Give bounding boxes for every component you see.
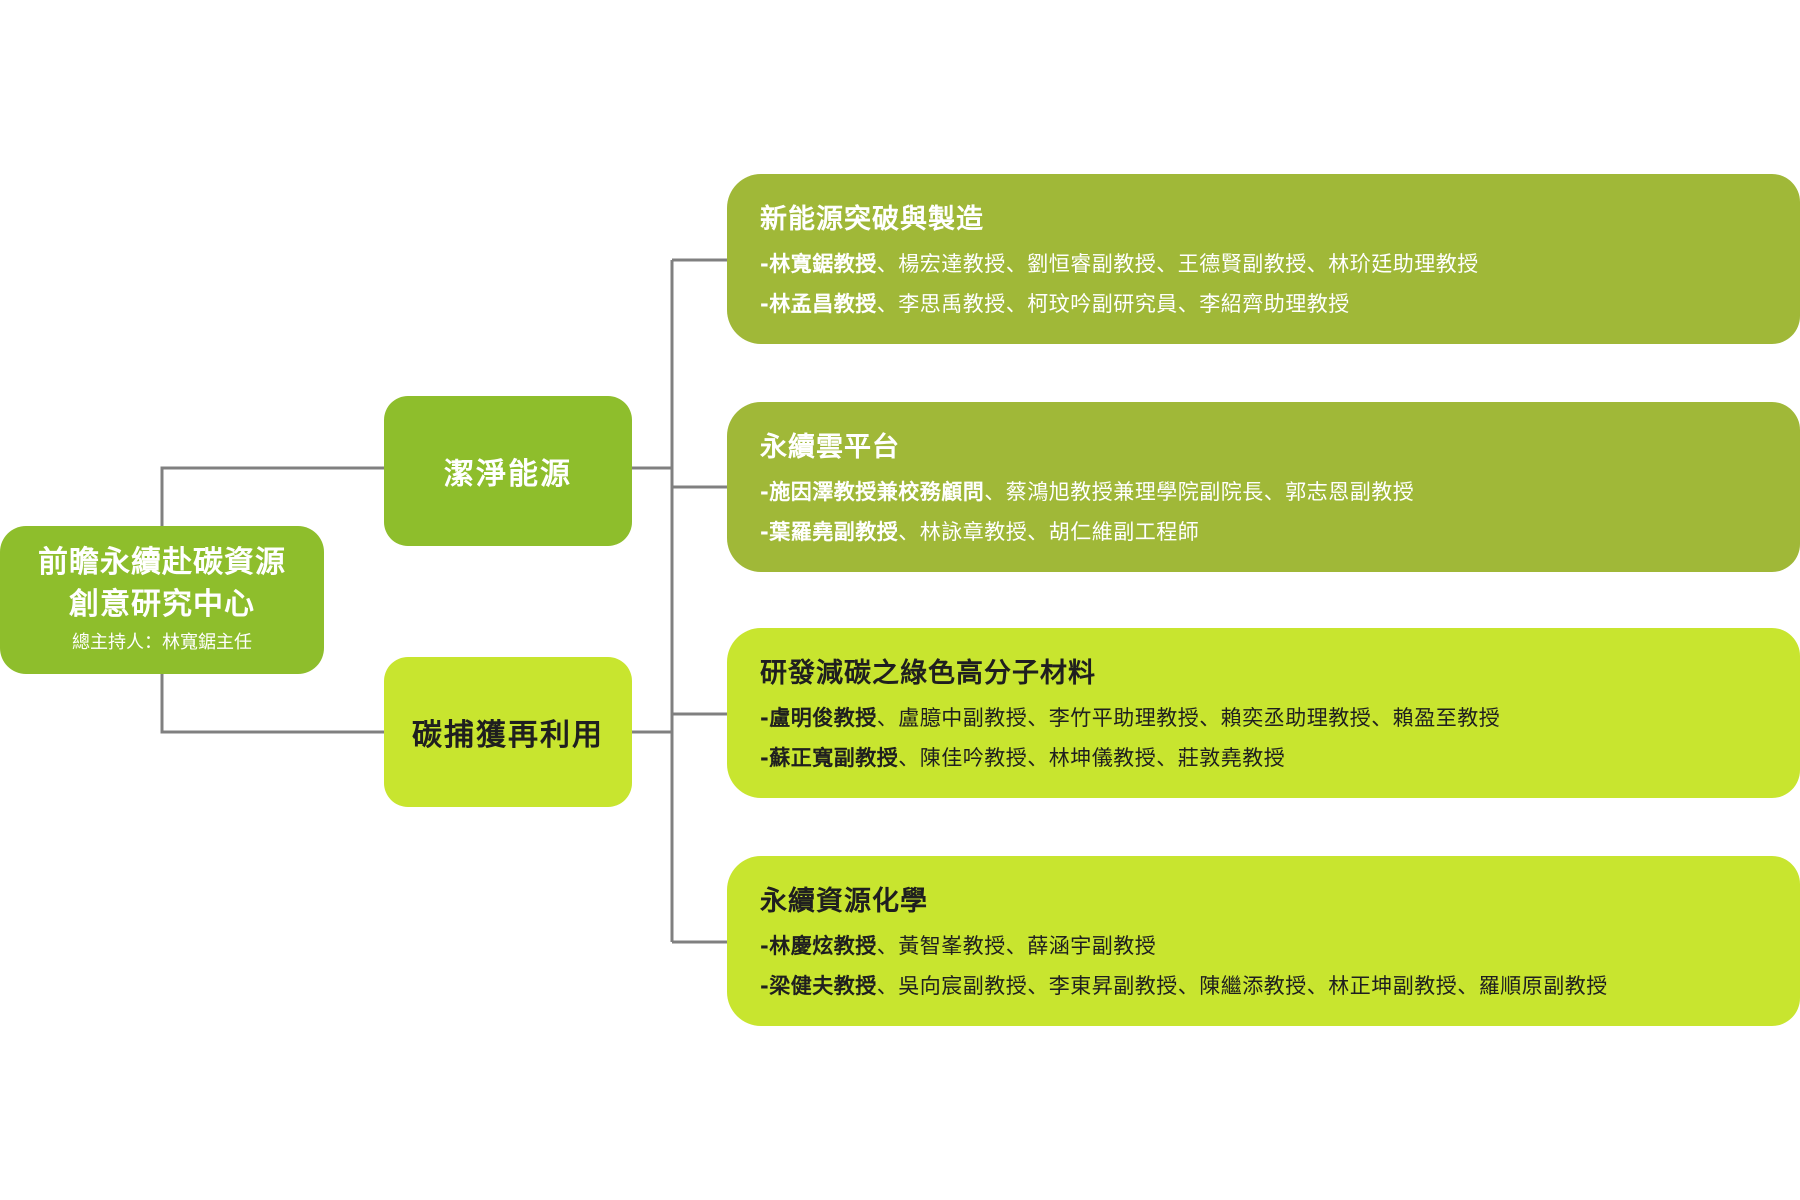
branch-clean-energy: 潔淨能源 [384, 396, 632, 546]
member-lead: -蘇正寬副教授 [760, 746, 899, 770]
member-rest: 、林詠章教授、胡仁維副工程師 [898, 520, 1200, 544]
group-title: 永續資源化學 [760, 886, 928, 917]
member-lead: -林寬鋸教授 [760, 252, 877, 276]
group-title: 永續雲平台 [760, 432, 900, 463]
member-lead: -梁健夫教授 [760, 974, 877, 998]
group-title: 研發減碳之綠色高分子材料 [760, 658, 1096, 689]
member-lead: -葉羅堯副教授 [760, 520, 899, 544]
member-rest: 、李思禹教授、柯玟吟副研究員、李紹齊助理教授 [876, 292, 1350, 316]
member-lead: -林慶炫教授 [760, 934, 877, 958]
group-sustainable-cloud: 永續雲平台 -施因澤教授兼校務顧問、蔡鴻旭教授兼理學院副院長、郭志恩副教授 -葉… [727, 402, 1800, 572]
member-line: -盧明俊教授、盧臆中副教授、李竹平助理教授、賴奕丞助理教授、賴盈至教授 [760, 698, 1800, 738]
member-lead: -盧明俊教授 [760, 706, 877, 730]
member-rest: 、黃智峯教授、薛涵宇副教授 [876, 934, 1157, 958]
member-line: -蘇正寬副教授、陳佳吟教授、林坤儀教授、莊敦堯教授 [760, 738, 1800, 778]
root-subtitle: 總主持人：林寬鋸主任 [72, 632, 252, 653]
member-lead: -施因澤教授兼校務顧問 [760, 480, 985, 504]
member-rest: 、陳佳吟教授、林坤儀教授、莊敦堯教授 [898, 746, 1286, 770]
member-rest: 、盧臆中副教授、李竹平助理教授、賴奕丞助理教授、賴盈至教授 [876, 706, 1501, 730]
group-new-energy: 新能源突破與製造 -林寬鋸教授、楊宏達教授、劉恒睿副教授、王德賢副教授、林玠廷助… [727, 174, 1800, 344]
member-lead: -林孟昌教授 [760, 292, 877, 316]
branch-label: 碳捕獲再利用 [412, 718, 604, 753]
center-root-node: 前瞻永續赴碳資源 創意研究中心 總主持人：林寬鋸主任 [0, 526, 324, 674]
member-rest: 、楊宏達教授、劉恒睿副教授、王德賢副教授、林玠廷助理教授 [876, 252, 1479, 276]
member-rest: 、吳向宸副教授、李東昇副教授、陳繼添教授、林正坤副教授、羅順原副教授 [876, 974, 1608, 998]
member-rest: 、蔡鴻旭教授兼理學院副院長、郭志恩副教授 [984, 480, 1415, 504]
group-green-polymer: 研發減碳之綠色高分子材料 -盧明俊教授、盧臆中副教授、李竹平助理教授、賴奕丞助理… [727, 628, 1800, 798]
root-title-line1: 前瞻永續赴碳資源 [38, 545, 286, 580]
member-line: -葉羅堯副教授、林詠章教授、胡仁維副工程師 [760, 512, 1800, 552]
group-resource-chemistry: 永續資源化學 -林慶炫教授、黃智峯教授、薛涵宇副教授 -梁健夫教授、吳向宸副教授… [727, 856, 1800, 1026]
branch-label: 潔淨能源 [444, 457, 572, 492]
member-line: -施因澤教授兼校務顧問、蔡鴻旭教授兼理學院副院長、郭志恩副教授 [760, 472, 1800, 512]
group-title: 新能源突破與製造 [760, 204, 984, 235]
member-line: -林孟昌教授、李思禹教授、柯玟吟副研究員、李紹齊助理教授 [760, 284, 1800, 324]
member-line: -梁健夫教授、吳向宸副教授、李東昇副教授、陳繼添教授、林正坤副教授、羅順原副教授 [760, 966, 1800, 1006]
member-line: -林慶炫教授、黃智峯教授、薛涵宇副教授 [760, 926, 1800, 966]
root-title-line2: 創意研究中心 [69, 587, 255, 622]
member-line: -林寬鋸教授、楊宏達教授、劉恒睿副教授、王德賢副教授、林玠廷助理教授 [760, 244, 1800, 284]
branch-carbon-capture: 碳捕獲再利用 [384, 657, 632, 807]
